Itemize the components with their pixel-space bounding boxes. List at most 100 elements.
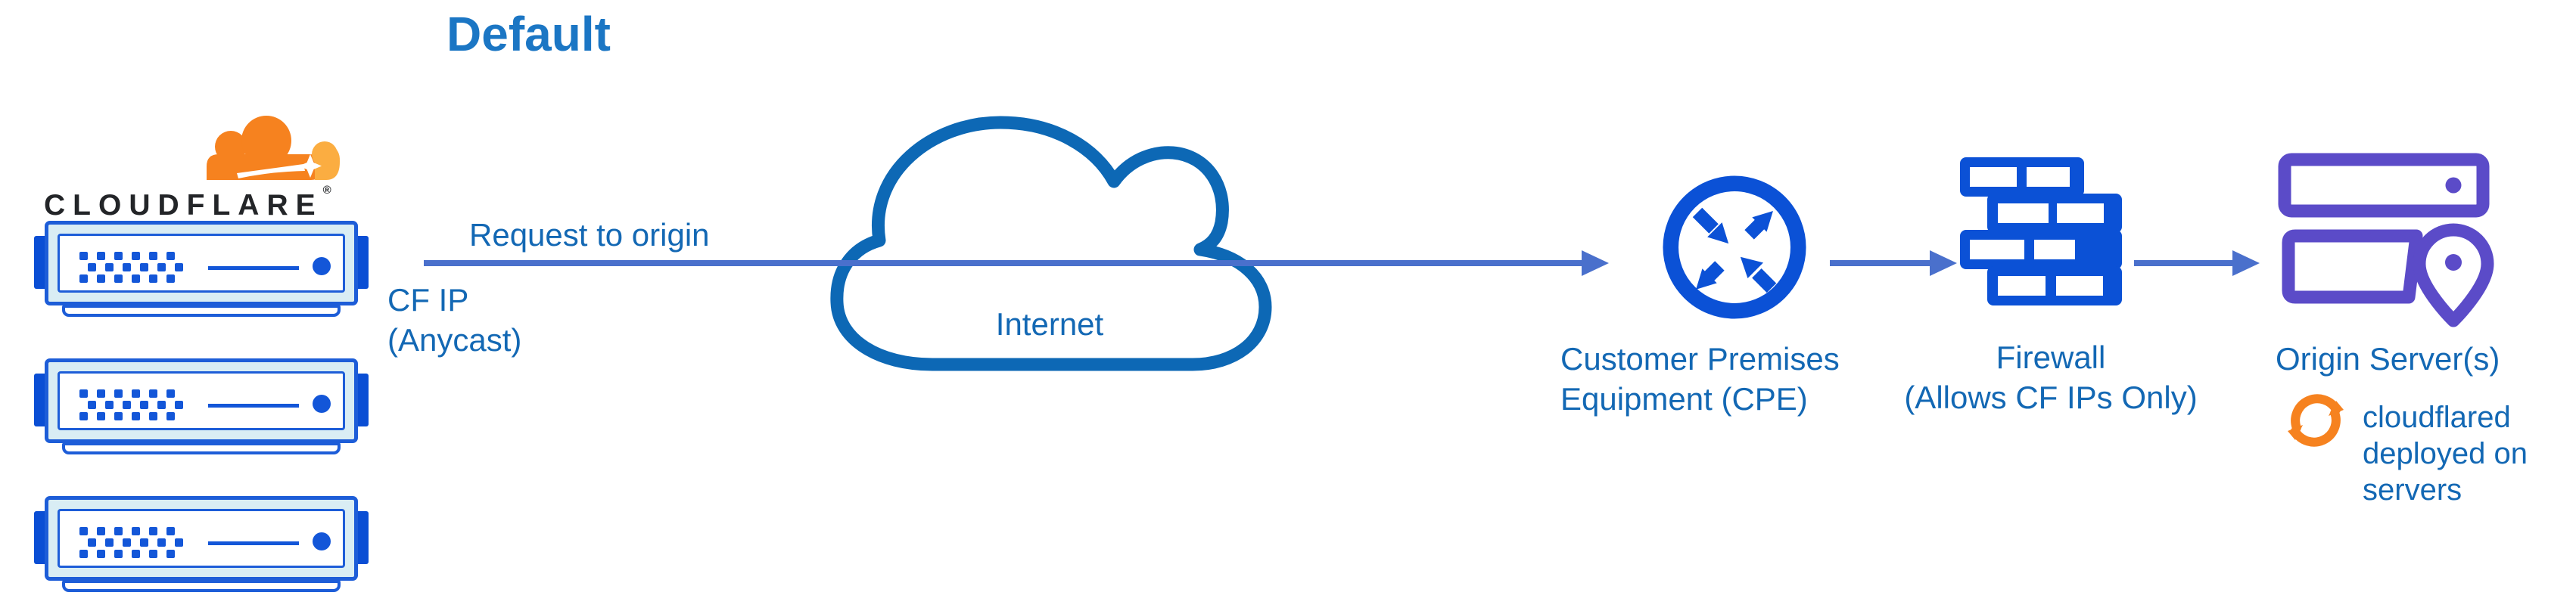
server-right-tab	[355, 511, 369, 564]
server-vent-dot	[157, 263, 166, 271]
server-vent-dot	[132, 412, 140, 420]
server-vent-dot	[88, 263, 96, 271]
server-vent-dot	[166, 550, 175, 558]
server-base	[62, 305, 341, 317]
server-left-tab	[34, 374, 48, 426]
server-slot-line	[208, 266, 299, 270]
server-vent-dot	[79, 527, 88, 535]
server-vent-dot	[79, 252, 88, 260]
server-led-icon	[313, 532, 331, 550]
server-led-icon	[313, 257, 331, 275]
internet-cloud-icon	[830, 116, 1272, 371]
server-left-tab	[34, 236, 48, 289]
server-body	[45, 358, 358, 443]
firewall-to-origin-arrow-line	[2134, 260, 2234, 266]
origin-servers-icon	[2278, 153, 2494, 327]
firewall-label-line2: (Allows CF IPs Only)	[1904, 380, 2198, 415]
firewall-brick-wall-icon	[1960, 157, 2122, 305]
server-vent-dot	[79, 550, 88, 558]
edge-server-icon	[34, 496, 369, 594]
server-vent-dot	[132, 550, 140, 558]
server-vent-dot	[132, 527, 140, 535]
server-vent-dot	[149, 550, 157, 558]
server-vent-dot	[79, 274, 88, 283]
server-vent-dot	[175, 401, 183, 409]
server-base	[62, 442, 341, 454]
server-vent-dot	[114, 252, 123, 260]
server-vent-dot	[123, 263, 131, 271]
server-vent-dot	[97, 527, 105, 535]
cpe-label-line1: Customer Premises	[1560, 341, 1840, 377]
location-pin-icon	[2413, 223, 2494, 327]
cpe-label-line2: Equipment (CPE)	[1560, 381, 1808, 417]
server-vent-dot	[132, 274, 140, 283]
cpe-label: Customer Premises Equipment (CPE)	[1560, 339, 1840, 419]
server-vent-dot	[166, 527, 175, 535]
cf-ip-anycast-label: CF IP (Anycast)	[387, 280, 521, 360]
cf-ip-line: CF IP	[387, 282, 469, 318]
server-left-tab	[34, 511, 48, 564]
request-arrowhead-icon	[1582, 250, 1609, 276]
firewall-label-line1: Firewall	[1996, 340, 2106, 375]
server-vent-dot	[114, 412, 123, 420]
server-vent-dot	[149, 527, 157, 535]
cloudflared-label-line3: servers	[2363, 473, 2462, 507]
server-vent-dot	[149, 412, 157, 420]
server-vent-dot	[79, 389, 88, 398]
page-title: Default	[446, 7, 611, 61]
server-vent-dot	[88, 401, 96, 409]
edge-server-icon	[34, 358, 369, 457]
firewall-label: Firewall (Allows CF IPs Only)	[1901, 337, 2201, 417]
server-vent-dot	[97, 412, 105, 420]
server-body	[45, 221, 358, 305]
server-vent-dot	[97, 274, 105, 283]
server-vent-dot	[88, 538, 96, 547]
request-to-origin-label: Request to origin	[469, 217, 710, 253]
server-slot-line	[208, 541, 299, 545]
server-vent-dot	[114, 527, 123, 535]
server-vent-dot	[175, 538, 183, 547]
server-vent-dot	[149, 252, 157, 260]
server-vent-dot	[140, 263, 148, 271]
server-front-panel	[58, 371, 345, 430]
server-vent-dot	[105, 263, 114, 271]
server-vent-dot	[149, 389, 157, 398]
server-vent-dot	[175, 263, 183, 271]
server-vent-dot	[97, 550, 105, 558]
server-vent-dot	[157, 401, 166, 409]
cloudflared-label-line1: cloudflared	[2363, 401, 2511, 434]
cloudflared-label: cloudflared deployed on servers	[2363, 399, 2528, 508]
server-vent-dot	[114, 550, 123, 558]
server-vent-dot	[140, 401, 148, 409]
server-vent-dot	[166, 252, 175, 260]
server-vent-dot	[140, 538, 148, 547]
cloudflared-sync-icon	[2288, 394, 2361, 455]
cpe-to-firewall-arrow-line	[1830, 260, 1931, 266]
firewall-to-origin-arrowhead-icon	[2232, 250, 2260, 276]
internet-label: Internet	[995, 306, 1104, 342]
server-vent-dot	[166, 389, 175, 398]
cpe-router-icon	[1663, 175, 1806, 319]
server-vent-dot	[166, 274, 175, 283]
server-led-icon	[313, 395, 331, 413]
server-front-panel	[58, 234, 345, 293]
cloudflare-cloud-icon	[207, 116, 341, 180]
server-right-tab	[355, 374, 369, 426]
server-vent-dot	[157, 538, 166, 547]
edge-server-stack	[34, 221, 369, 596]
server-right-tab	[355, 236, 369, 289]
request-flow-arrow-line	[424, 260, 1583, 266]
server-vent-dot	[166, 412, 175, 420]
server-vent-dot	[132, 389, 140, 398]
cloudflare-wordmark-text: CLOUDFLARE	[44, 189, 323, 222]
server-vent-dot	[149, 274, 157, 283]
server-front-panel	[58, 509, 345, 568]
server-vent-dot	[97, 252, 105, 260]
server-vent-dot	[114, 274, 123, 283]
cpe-to-firewall-arrowhead-icon	[1930, 250, 1957, 276]
edge-server-icon	[34, 221, 369, 319]
server-vent-dot	[105, 401, 114, 409]
server-vent-dot	[114, 389, 123, 398]
server-slot-line	[208, 404, 299, 408]
